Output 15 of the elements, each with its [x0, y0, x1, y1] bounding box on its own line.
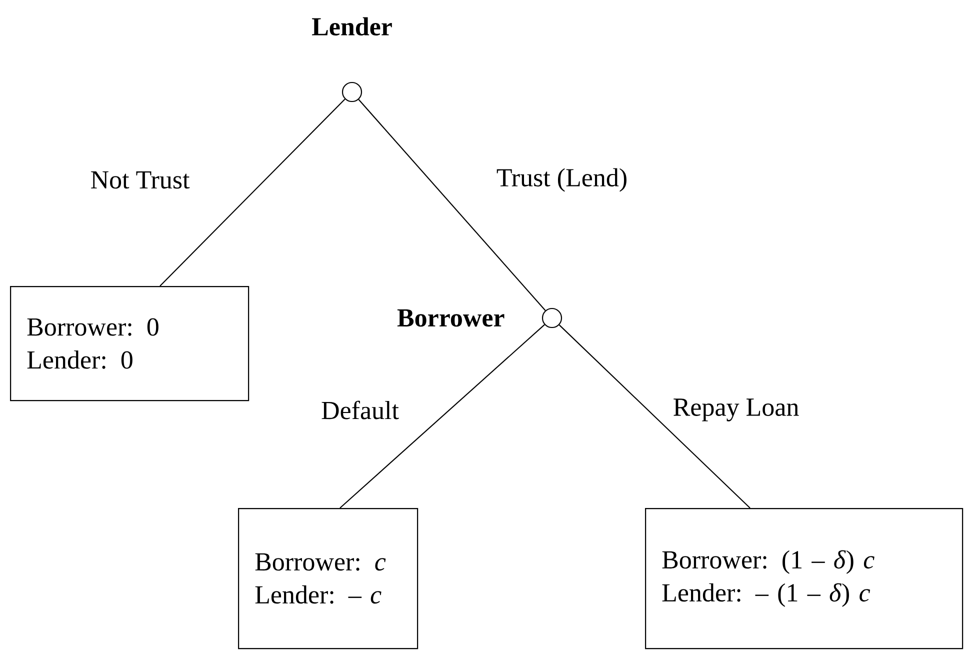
edge-label: Repay Loan [674, 398, 799, 422]
branch-line [558, 324, 750, 508]
choice-node [542, 308, 562, 328]
player-label: Lender [312, 17, 392, 36]
edge-label: Not Trust [91, 171, 190, 189]
payoff-box: Borrower: (1 – δ) c Lender: – (1 – δ) c [645, 508, 964, 650]
payoff-box: Borrower: c Lender: – c [238, 508, 418, 650]
branch-line [160, 98, 346, 286]
edge-label: Trust (Lend) [496, 168, 626, 192]
edge-label: Default [322, 400, 399, 420]
branch-line [340, 324, 545, 508]
branch-line [358, 99, 546, 311]
payoff-box: Borrower: 0 Lender: 0 [10, 286, 250, 402]
player-label: Borrower [397, 309, 504, 327]
choice-node [342, 82, 362, 102]
